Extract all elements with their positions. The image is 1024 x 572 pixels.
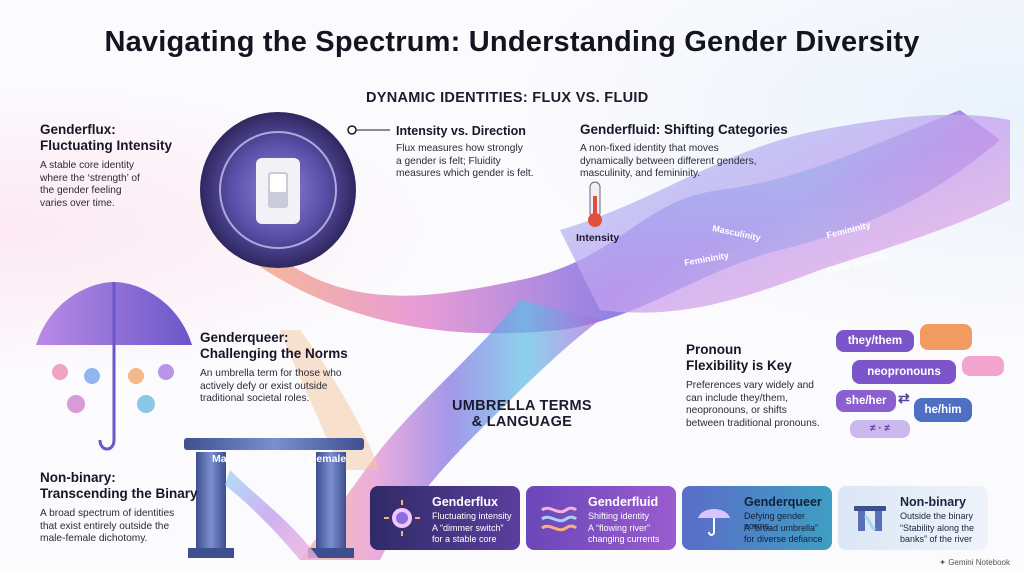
pillars-icon xyxy=(184,438,364,558)
genderflux-desc-1: A stable core identity xyxy=(40,160,135,171)
pronoun-title-1: Pronoun xyxy=(686,342,742,357)
nonbinary-desc-3: male-female dichotomy. xyxy=(40,533,148,544)
pronoun-desc-3: neopronouns, or shifts xyxy=(686,405,787,416)
legend-genderflux-title: Genderflux xyxy=(432,495,498,509)
thermometer-intensity-label: Intensity xyxy=(576,232,620,244)
legend-card-genderqueer: Genderqueer Defying gender norms A “broa… xyxy=(682,486,832,550)
genderfluid-title: Genderfluid: Shifting Categories xyxy=(580,122,788,137)
intensity-direction-title: Intensity vs. Direction xyxy=(396,124,526,138)
genderfluid-block: Genderfluid: Shifting Categories A non-f… xyxy=(580,122,810,181)
nonbinary-title-2: Transcending the Binary xyxy=(40,486,198,501)
section-umbrella-terms: UMBRELLA TERMS & LANGUAGE xyxy=(452,398,592,430)
legend-card-nonbinary: Non-binary Outside the binary “Stability… xyxy=(838,486,988,550)
legend-nonbinary-line1: Outside the binary xyxy=(900,511,974,521)
bubble-he-him: he/him xyxy=(914,398,972,422)
legend-genderqueer-line3: for diverse defiance xyxy=(744,534,823,544)
genderqueer-block: Genderqueer: Challenging the Norms An um… xyxy=(200,330,380,406)
pillars-small-icon xyxy=(854,506,886,532)
genderflux-block: Genderflux: Fluctuating Intensity A stab… xyxy=(40,122,200,210)
nonbinary-title-1: Non-binary: xyxy=(40,470,116,485)
intensity-direction-desc-2: a gender is felt; Fluidity xyxy=(396,155,501,167)
gemini-logo-icon: ✦ xyxy=(939,558,949,567)
intensity-direction-block: Intensity vs. Direction Flux measures ho… xyxy=(396,123,566,181)
genderflux-title-1: Genderflux: xyxy=(40,122,116,137)
legend-genderfluid-line1: Shifting identity xyxy=(588,511,650,521)
genderflux-desc-2: where the ‘strength’ of xyxy=(40,172,140,184)
genderfluid-desc-3: masculinity, and femininity. xyxy=(580,168,701,179)
legend-genderflux-line1: Fluctuating intensity xyxy=(432,511,512,521)
thermometer-icon xyxy=(588,180,589,181)
legend-genderqueer-line2: A “broad umbrella”for diverse defiance xyxy=(744,523,823,545)
page-title: Navigating the Spectrum: Understanding G… xyxy=(104,26,920,58)
bubble-they-them: they/them xyxy=(836,330,914,352)
intensity-direction-desc-1: Flux measures how strongly xyxy=(396,143,523,154)
umbrella-small-icon xyxy=(698,509,730,536)
genderfluid-desc-2: dynamically between different genders, xyxy=(580,155,757,167)
legend-genderfluid-line2: A “flowing river”changing currents xyxy=(588,523,660,545)
speech-bubble-pink xyxy=(962,356,1004,376)
genderfluid-desc-1: A non-fixed identity that moves xyxy=(580,143,719,154)
footer-text: Gemini Notebook xyxy=(948,558,1010,567)
legend-genderqueer-line2a: A “broad umbrella” xyxy=(744,523,819,533)
legend-nonbinary-line2a: “Stability along the xyxy=(900,523,975,533)
legend-genderfluid-title: Genderfluid xyxy=(588,495,659,509)
nonbinary-block: Non-binary: Transcending the Binary A br… xyxy=(40,470,220,546)
swap-arrows-icon: ⇄ xyxy=(898,390,910,406)
bubble-she-her: she/her xyxy=(836,390,896,412)
bubble-neopronouns: neopronouns xyxy=(852,360,956,384)
nonbinary-desc-2: that exist entirely outside the xyxy=(40,520,170,532)
legend-genderqueer-line1: Defying gender norms xyxy=(744,511,806,531)
genderqueer-title-2: Challenging the Norms xyxy=(200,346,348,361)
legend-genderflux-line2: A “dimmer switch”for a stable core xyxy=(432,523,504,545)
section-dynamic-identities: DYNAMIC IDENTITIES: FLUX VS. FLUID xyxy=(366,90,649,106)
nonbinary-desc-1: A broad spectrum of identities xyxy=(40,508,175,519)
genderqueer-title-1: Genderqueer: xyxy=(200,330,289,345)
legend-genderfluid-line3: changing currents xyxy=(588,534,660,544)
pronoun-desc-4: between traditional pronouns. xyxy=(686,417,820,429)
pronoun-desc-1: Preferences vary widely and xyxy=(686,380,814,391)
legend-nonbinary-line3: banks” of the river xyxy=(900,534,973,544)
footer-brand: ✦ Gemini Notebook xyxy=(939,558,1010,567)
not-equal-bubble: ≠ · ≠ xyxy=(850,420,910,438)
pronoun-desc-2: can include they/them, xyxy=(686,392,788,404)
genderflux-title-2: Fluctuating Intensity xyxy=(40,138,173,153)
umbrella-icon xyxy=(36,282,192,442)
legend-nonbinary-title: Non-binary xyxy=(900,495,966,509)
section-umbrella-line-1: UMBRELLA TERMS xyxy=(452,398,592,414)
pronoun-title-2: Flexibility is Key xyxy=(686,358,792,373)
legend-genderqueer-title: Genderqueer xyxy=(744,495,822,509)
section-umbrella-line-2: & LANGUAGE xyxy=(471,414,573,430)
speech-bubble-orange xyxy=(920,324,972,350)
legend-card-genderfluid: Genderfluid Shifting identity A “flowing… xyxy=(526,486,676,550)
pillar-label-male: Male xyxy=(212,453,236,465)
legend-genderflux-line3: for a stable core xyxy=(432,534,497,544)
genderqueer-desc-3: traditional societal roles. xyxy=(200,393,310,404)
genderflux-desc-4: varies over time. xyxy=(40,197,115,209)
legend-genderflux-line2a: A “dimmer switch” xyxy=(432,523,504,533)
dimmer-sun-icon xyxy=(384,500,420,536)
genderqueer-desc-2: actively defy or exist outside xyxy=(200,380,328,392)
legend-card-genderflux: Genderflux Fluctuating intensity A “dimm… xyxy=(370,486,520,550)
pronoun-block: Pronoun Flexibility is Key Preferences v… xyxy=(686,342,836,430)
genderflux-desc-3: the gender feeling xyxy=(40,185,122,196)
river-waves-icon xyxy=(541,506,578,532)
genderqueer-desc-1: An umbrella term for those who xyxy=(200,368,342,379)
intensity-direction-desc-3: measures which gender is felt. xyxy=(396,168,534,179)
legend-genderfluid-line2a: A “flowing river” xyxy=(588,523,651,533)
pillar-label-female: Female xyxy=(310,453,347,465)
